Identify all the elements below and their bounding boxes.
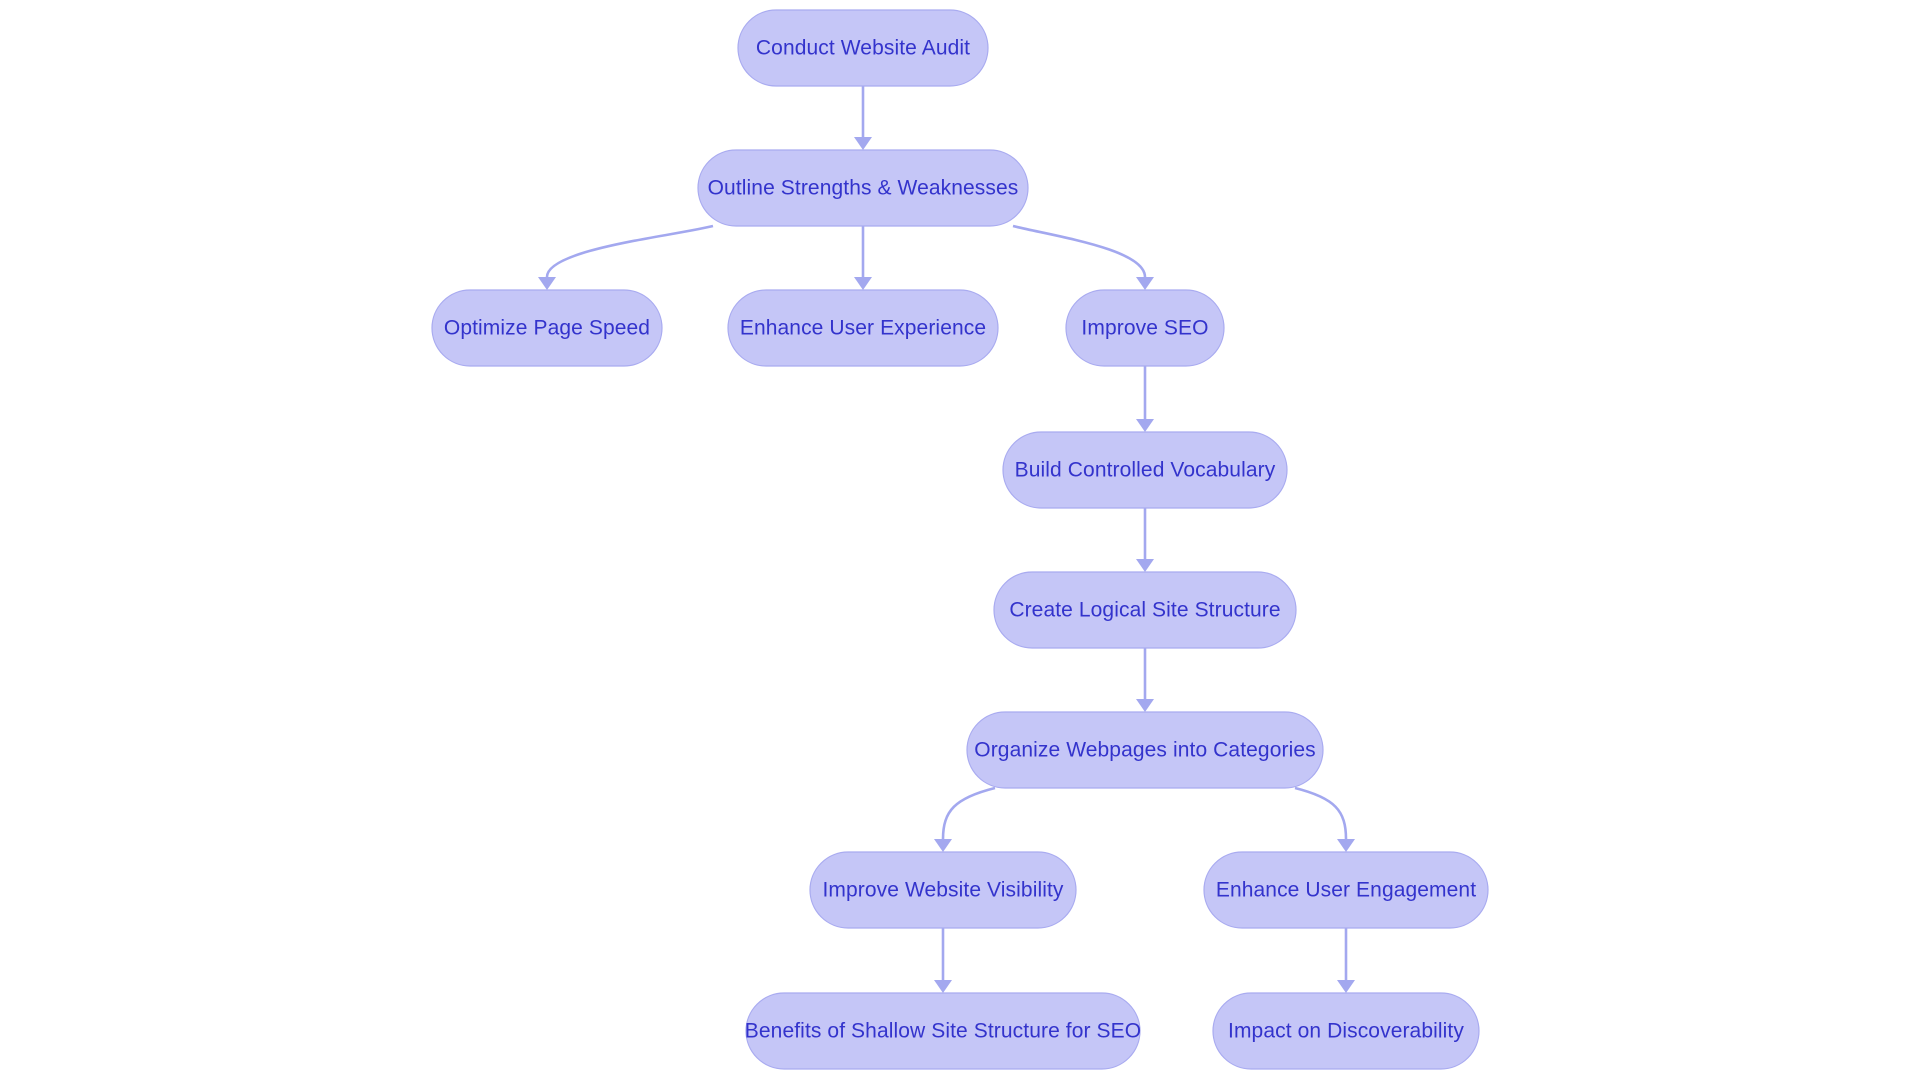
flowchart-node[interactable]: Organize Webpages into Categories	[966, 711, 1324, 789]
flowchart-node[interactable]: Benefits of Shallow Site Structure for S…	[745, 992, 1141, 1070]
flowchart-edge	[934, 928, 952, 993]
flowchart-edge	[1337, 928, 1355, 993]
flowchart-edge	[1136, 648, 1154, 712]
flowchart-node[interactable]: Create Logical Site Structure	[993, 571, 1297, 649]
flowchart-edge	[934, 786, 996, 852]
flowchart-edge	[1136, 508, 1154, 572]
flowchart-node[interactable]: Conduct Website Audit	[737, 9, 989, 87]
flowchart-node[interactable]: Enhance User Engagement	[1203, 851, 1489, 929]
flowchart-edge	[1012, 224, 1154, 290]
edges-layer	[538, 86, 1355, 993]
flowchart-edge	[854, 86, 872, 150]
flowchart-node[interactable]: Improve SEO	[1065, 289, 1225, 367]
flowchart-edge	[1294, 786, 1355, 852]
flowchart-edge	[854, 226, 872, 290]
flowchart-node[interactable]: Build Controlled Vocabulary	[1002, 431, 1288, 509]
flowchart-edge	[1136, 366, 1154, 432]
flowchart-node[interactable]: Impact on Discoverability	[1212, 992, 1480, 1070]
flowchart-node[interactable]: Optimize Page Speed	[431, 289, 663, 367]
flowchart-node[interactable]: Outline Strengths & Weaknesses	[697, 149, 1029, 227]
flowchart-node[interactable]: Improve Website Visibility	[809, 851, 1077, 929]
flowchart-edge	[538, 224, 714, 290]
flowchart-node[interactable]: Enhance User Experience	[727, 289, 999, 367]
